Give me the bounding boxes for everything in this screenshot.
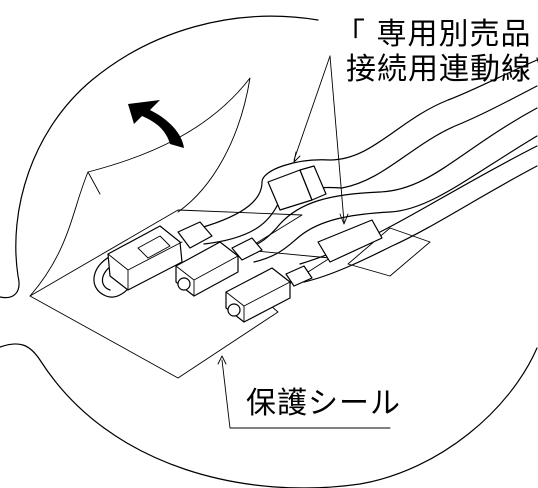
label-optional-item: 「 専用別売品 」: [335, 17, 538, 52]
curved-arrow-icon: [128, 100, 184, 148]
cable-lower: [239, 107, 538, 263]
detail-circle: [0, 15, 538, 488]
cable-sleeve: [317, 219, 383, 263]
label-linked-cable: 接続用連動線: [346, 52, 532, 87]
connector-middle: [175, 237, 263, 297]
cable-band: [267, 165, 327, 211]
protective-seal-sheet: [29, 77, 331, 379]
cable-right: [299, 145, 538, 283]
connector-right: [225, 265, 313, 323]
label-protective-seal: 保護シール: [246, 386, 401, 421]
connector-looped: [93, 221, 213, 298]
cable-upper: [199, 59, 538, 245]
label-leaders: [217, 55, 391, 429]
